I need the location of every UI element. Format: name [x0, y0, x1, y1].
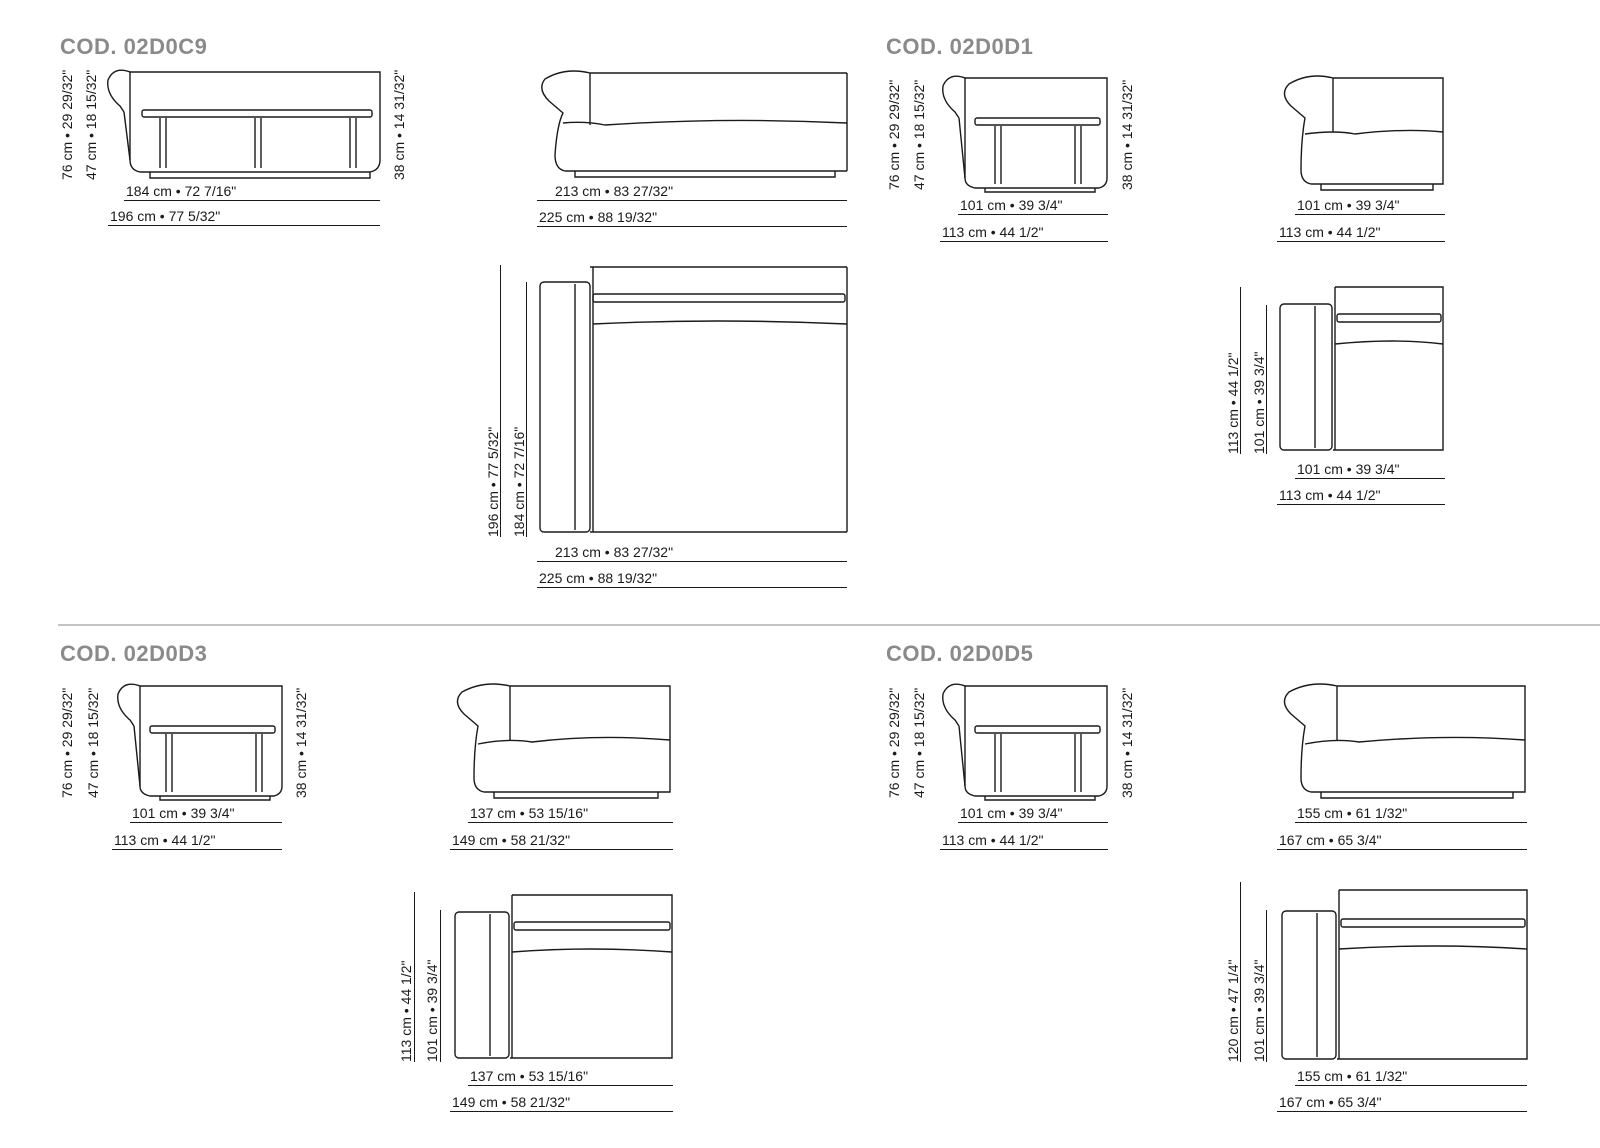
d5-front-height-total: 76 cm • 29 29/32" — [886, 687, 902, 798]
d3-front-height-seat: 47 cm • 18 15/32" — [85, 687, 101, 798]
dim-line — [526, 282, 527, 537]
dim-line — [940, 849, 1108, 850]
d1-front-height-seat: 47 cm • 18 15/32" — [911, 79, 927, 190]
dim-line — [537, 587, 847, 588]
d1-front-view — [935, 70, 1115, 195]
d5-side-width-inner: 155 cm • 61 1/32" — [1297, 805, 1408, 821]
d5-front-width-outer: 113 cm • 44 1/2" — [942, 832, 1044, 848]
dim-line — [112, 849, 282, 850]
d5-front-height-arm: 38 cm • 14 31/32" — [1119, 687, 1135, 798]
c9-side-width-inner: 213 cm • 83 27/32" — [555, 183, 674, 199]
dim-line — [537, 226, 847, 227]
dim-line — [1240, 882, 1241, 1062]
d3-top-depth-inner: 101 cm • 39 3/4" — [424, 959, 440, 1062]
dim-line — [500, 265, 501, 537]
d1-top-width-outer: 113 cm • 44 1/2" — [1279, 487, 1381, 503]
d3-front-view — [110, 678, 290, 803]
d5-side-view — [1275, 678, 1530, 803]
d5-top-view — [1277, 885, 1532, 1063]
dim-line — [1277, 504, 1445, 505]
c9-top-view — [535, 262, 850, 537]
c9-front-height-total: 76 cm • 29 29/32" — [59, 69, 75, 180]
dim-line — [1295, 214, 1445, 215]
d3-side-view — [448, 678, 676, 803]
c9-top-depth-outer: 196 cm • 77 5/32" — [485, 426, 501, 537]
dim-line — [1295, 1085, 1527, 1086]
d1-top-depth-outer: 113 cm • 44 1/2" — [1225, 352, 1241, 454]
d3-top-width-inner: 137 cm • 53 15/16" — [470, 1068, 589, 1084]
d5-top-width-outer: 167 cm • 65 3/4" — [1279, 1094, 1382, 1110]
dim-line — [1277, 1111, 1527, 1112]
dim-line — [1266, 305, 1267, 454]
dim-line — [414, 892, 415, 1062]
d5-front-width-inner: 101 cm • 39 3/4" — [960, 805, 1063, 821]
dim-line — [958, 822, 1108, 823]
dim-line — [468, 822, 673, 823]
d3-front-height-total: 76 cm • 29 29/32" — [59, 687, 75, 798]
dim-line — [1277, 241, 1445, 242]
d1-side-width-inner: 101 cm • 39 3/4" — [1297, 197, 1400, 213]
c9-front-view — [100, 60, 390, 185]
d3-front-width-inner: 101 cm • 39 3/4" — [132, 805, 235, 821]
dim-line — [537, 561, 847, 562]
d5-side-width-outer: 167 cm • 65 3/4" — [1279, 832, 1382, 848]
dim-line — [450, 849, 673, 850]
dim-line — [108, 225, 380, 226]
dim-line — [124, 200, 380, 201]
dim-line — [940, 241, 1108, 242]
dim-line — [468, 1085, 673, 1086]
c9-front-width-inner: 184 cm • 72 7/16" — [126, 183, 237, 199]
d1-top-depth-inner: 101 cm • 39 3/4" — [1251, 351, 1267, 454]
dim-line — [130, 822, 282, 823]
d3-top-view — [450, 890, 678, 1062]
d3-top-width-outer: 149 cm • 58 21/32" — [452, 1094, 571, 1110]
d5-top-depth-inner: 101 cm • 39 3/4" — [1251, 959, 1267, 1062]
d3-top-depth-outer: 113 cm • 44 1/2" — [398, 960, 414, 1062]
c9-side-width-outer: 225 cm • 88 19/32" — [539, 209, 658, 225]
c9-top-width-outer: 225 cm • 88 19/32" — [539, 570, 658, 586]
section-code-d5: COD. 02D0D5 — [886, 641, 1034, 666]
d1-front-height-total: 76 cm • 29 29/32" — [886, 79, 902, 190]
dim-line — [537, 200, 847, 201]
c9-top-depth-inner: 184 cm • 72 7/16" — [511, 426, 527, 537]
dim-line — [958, 214, 1108, 215]
dim-line — [1266, 910, 1267, 1062]
section-code-d3: COD. 02D0D3 — [60, 641, 208, 666]
d1-top-view — [1275, 282, 1450, 454]
dim-line — [1295, 822, 1527, 823]
c9-front-height-seat: 47 cm • 18 15/32" — [83, 69, 99, 180]
d3-side-width-outer: 149 cm • 58 21/32" — [452, 832, 571, 848]
d1-side-width-outer: 113 cm • 44 1/2" — [1279, 224, 1381, 240]
d5-top-depth-outer: 120 cm • 47 1/4" — [1225, 959, 1241, 1062]
d1-front-height-arm: 38 cm • 14 31/32" — [1119, 79, 1135, 190]
section-code-c9: COD. 02D0C9 — [60, 34, 208, 59]
d5-front-height-seat: 47 cm • 18 15/32" — [911, 687, 927, 798]
dim-line — [1295, 478, 1445, 479]
section-code-d1: COD. 02D0D1 — [886, 34, 1034, 59]
c9-side-view — [535, 65, 850, 180]
dim-line — [440, 910, 441, 1062]
d1-front-width-outer: 113 cm • 44 1/2" — [942, 224, 1044, 240]
dim-line — [1277, 849, 1527, 850]
c9-top-width-inner: 213 cm • 83 27/32" — [555, 544, 674, 560]
dim-line — [1240, 287, 1241, 454]
d3-side-width-inner: 137 cm • 53 15/16" — [470, 805, 589, 821]
section-divider — [58, 624, 1600, 626]
d3-front-width-outer: 113 cm • 44 1/2" — [114, 832, 216, 848]
d5-front-view — [935, 678, 1115, 803]
d1-top-width-inner: 101 cm • 39 3/4" — [1297, 461, 1400, 477]
c9-front-width-outer: 196 cm • 77 5/32" — [110, 208, 221, 224]
d1-front-width-inner: 101 cm • 39 3/4" — [960, 197, 1063, 213]
d5-top-width-inner: 155 cm • 61 1/32" — [1297, 1068, 1408, 1084]
dim-line — [450, 1111, 673, 1112]
d3-front-height-arm: 38 cm • 14 31/32" — [293, 687, 309, 798]
d1-side-view — [1275, 70, 1450, 195]
c9-front-height-arm: 38 cm • 14 31/32" — [391, 69, 407, 180]
